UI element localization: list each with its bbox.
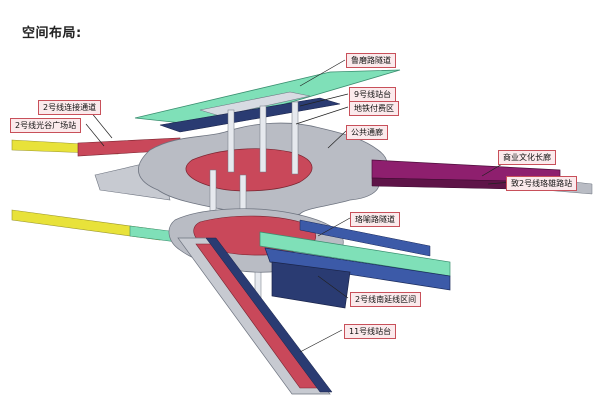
label-lumo-tunnel: 鲁磨路隧道 [346, 53, 396, 68]
leader-lines [85, 59, 515, 353]
lumo-tunnel-platform [199, 91, 311, 117]
paid-area-plate [185, 148, 313, 192]
label-public-corridor: 公共通廊 [346, 125, 388, 140]
label-commerce-corridor: 商业文化长廊 [498, 150, 556, 165]
label-paid-area: 地铁付费区 [349, 101, 399, 116]
label-line9-platform: 9号线站台 [349, 87, 397, 102]
column-2 [259, 105, 267, 173]
column-1 [227, 109, 235, 173]
line11-platform-blue-edge [205, 237, 333, 393]
label-line2-pearl: 致2号线珞雄路站 [506, 176, 578, 191]
label-line2-link: 2号线连接通道 [38, 100, 102, 115]
label-line2-guanggu: 2号线光谷广场站 [10, 118, 82, 133]
label-line11-platform: 11号线站台 [344, 324, 397, 339]
label-luoyu-tunnel: 珞喻路隧道 [350, 212, 400, 227]
diagram-title: 空间布局: [22, 26, 82, 41]
blue-tunnel-upper-right [299, 219, 431, 257]
column-3 [291, 101, 299, 175]
label-line2-extension: 2号线南延线区间 [350, 292, 422, 307]
line2-south-extension-block [271, 261, 351, 309]
luoyu-tunnel-blue [264, 247, 451, 291]
